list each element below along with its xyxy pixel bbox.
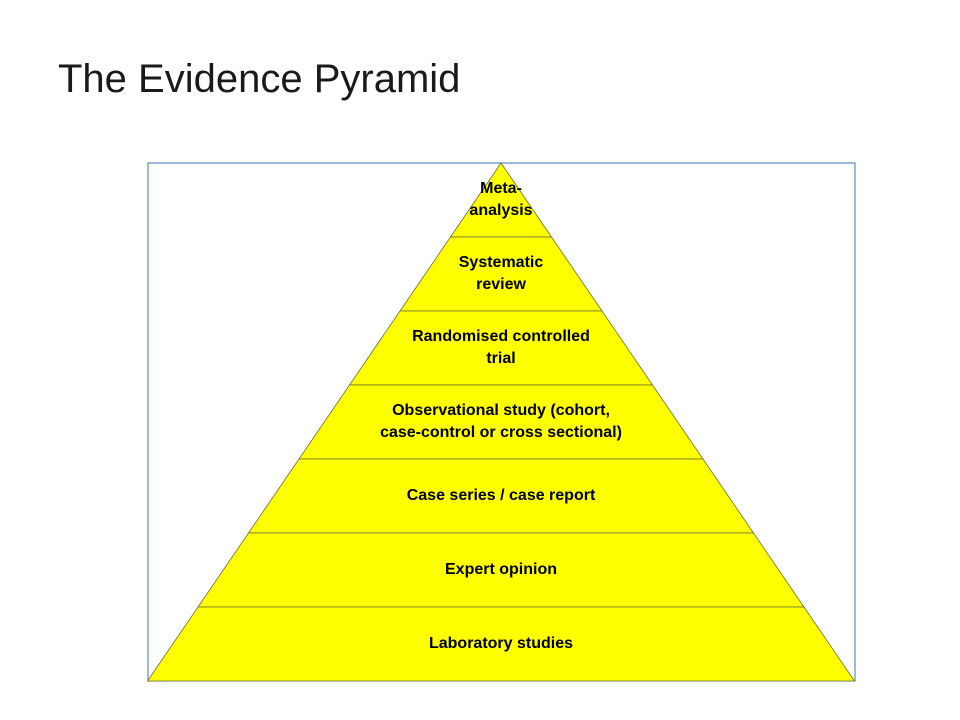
tier-label-randomised-controlled-trial: Randomised controlled trial [412,328,590,367]
tier-label-systematic-review: Systematic review [458,254,544,293]
tier-label-expert-opinion: Expert opinion [445,561,557,578]
pyramid-tiers [146,162,856,682]
slide-title: The Evidence Pyramid [58,57,461,101]
pyramid-tier-laboratory-studies [146,606,856,682]
tier-label-case-series: Case series / case report [406,487,596,504]
tier-label-laboratory-studies: Laboratory studies [428,635,574,652]
tier-label-meta-analysis: Meta- analysis [469,180,533,219]
tier-label-observational-study: Observational study (cohort, case-contro… [380,402,622,441]
